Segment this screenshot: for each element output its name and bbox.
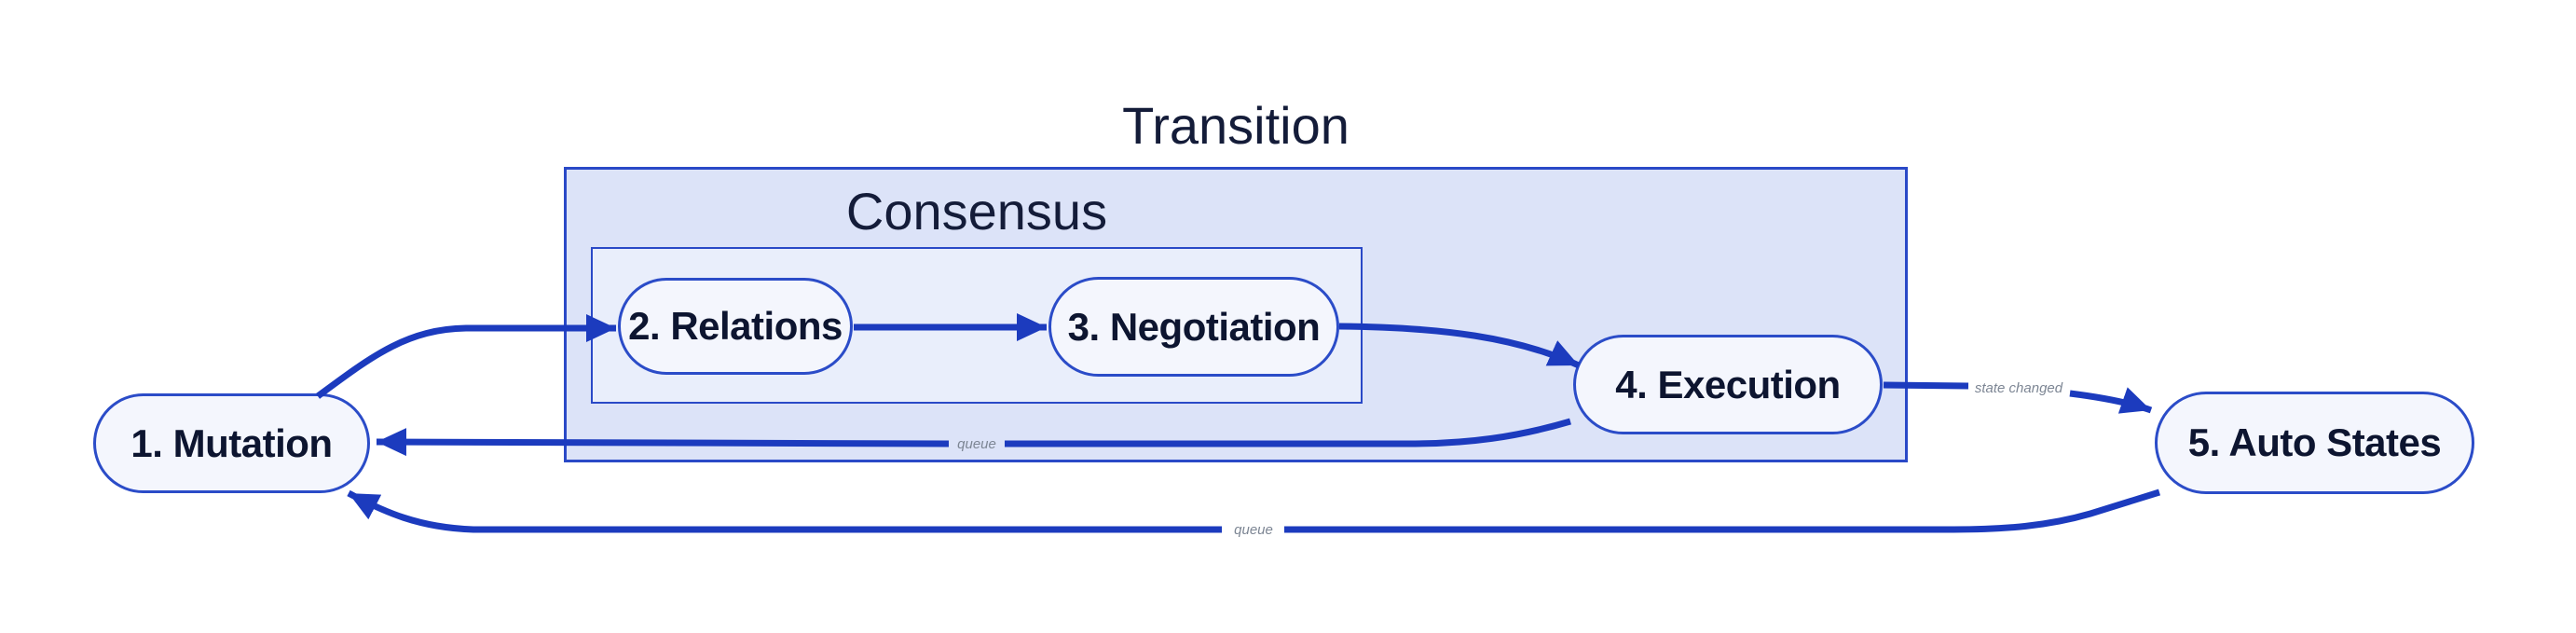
- node-negotiation-label: 3. Negotiation: [1067, 304, 1321, 349]
- consensus-group-title: Consensus: [845, 182, 1108, 241]
- node-negotiation: 3. Negotiation: [1048, 277, 1339, 377]
- edge-label-queue-execution-to-mutation: queue: [957, 436, 996, 452]
- node-mutation: 1. Mutation: [93, 393, 370, 493]
- node-auto-states: 5. Auto States: [2155, 392, 2474, 494]
- node-execution-label: 4. Execution: [1615, 362, 1841, 406]
- node-relations-label: 2. Relations: [628, 304, 843, 348]
- edge-label-queue-auto-states-to-mutation: queue: [1234, 522, 1273, 538]
- node-execution: 4. Execution: [1573, 335, 1883, 434]
- transition-group-title: Transition: [1122, 96, 1350, 155]
- edge-auto-states-to-mutation-segment-2: [347, 489, 1222, 533]
- node-auto-states-label: 5. Auto States: [2187, 420, 2442, 464]
- edge-auto-states-to-mutation-segment-1: [1284, 489, 2161, 533]
- node-relations: 2. Relations: [618, 278, 853, 375]
- edge-label-state-changed: state changed: [1974, 380, 2063, 396]
- node-mutation-label: 1. Mutation: [130, 420, 333, 465]
